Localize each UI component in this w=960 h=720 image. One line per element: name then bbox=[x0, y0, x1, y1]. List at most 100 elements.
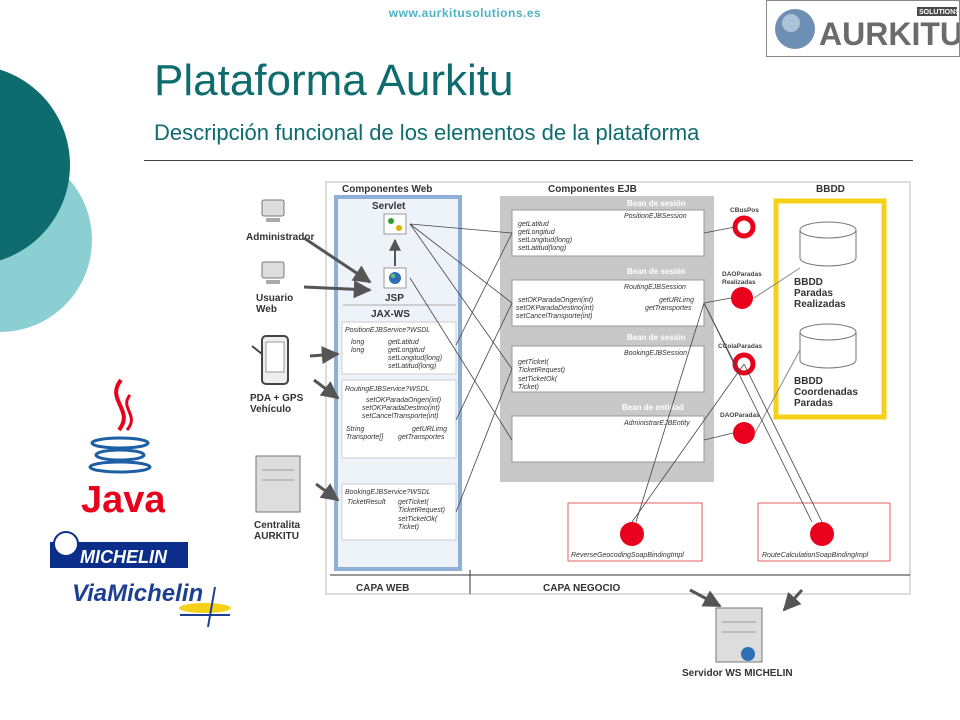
column-bbdd-label: BBDD bbox=[816, 184, 845, 195]
servidor-michelin-label: Servidor WS MICHELIN bbox=[682, 668, 793, 679]
svg-text:AdministrarEJBEntity: AdministrarEJBEntity bbox=[623, 420, 690, 427]
servidor-michelin-icon bbox=[715, 607, 763, 663]
layer-web-label: CAPA WEB bbox=[356, 583, 409, 594]
svg-text:Coordenadas: Coordenadas bbox=[794, 387, 858, 398]
svg-text:TicketRequest): TicketRequest) bbox=[398, 507, 445, 514]
svg-text:ReverseGeocodingSoapBindingImp: ReverseGeocodingSoapBindingImpl bbox=[571, 552, 684, 559]
booking-ws-name: BookingEJBService?WSDL bbox=[345, 489, 431, 496]
svg-text:RoutingEJBSession: RoutingEJBSession bbox=[624, 284, 686, 291]
bbdd-panel bbox=[773, 198, 887, 420]
dao-paradas-connector bbox=[733, 422, 755, 444]
svg-text:Realizadas: Realizadas bbox=[794, 299, 846, 310]
svg-text:setOKParadaDestino(int): setOKParadaDestino(int) bbox=[516, 305, 594, 312]
routing-session-box bbox=[511, 279, 705, 327]
cbuspos-connector bbox=[732, 215, 756, 239]
svg-text:Centralita: Centralita bbox=[254, 520, 301, 531]
jaxws-label: JAX-WS bbox=[371, 309, 410, 320]
entity-box bbox=[511, 415, 705, 463]
svg-text:DAOParadas: DAOParadas bbox=[720, 412, 760, 419]
db-realizadas-icon bbox=[799, 221, 857, 267]
svg-text:PositionEJBSession: PositionEJBSession bbox=[624, 213, 687, 220]
site-url[interactable]: www.aurkitusolutions.es bbox=[388, 6, 542, 20]
pda-icon bbox=[251, 335, 289, 385]
svg-text:getLongitud: getLongitud bbox=[518, 229, 556, 236]
web-ejb-links bbox=[409, 223, 823, 523]
svg-text:Ticket): Ticket) bbox=[398, 524, 419, 531]
svg-text:setLatitud(long): setLatitud(long) bbox=[518, 245, 566, 252]
servlet-label: Servlet bbox=[372, 201, 406, 212]
page-subtitle: Descripción funcional de los elementos d… bbox=[154, 120, 700, 145]
svg-text:long: long bbox=[351, 347, 364, 354]
svg-text:CBusPos: CBusPos bbox=[730, 207, 759, 214]
routing-ws-box bbox=[341, 379, 457, 459]
svg-text:setOKParadaOrigen(int): setOKParadaOrigen(int) bbox=[366, 397, 441, 404]
link-dao-realizadas-db bbox=[753, 267, 801, 299]
michelin-logo: MICHELIN bbox=[50, 531, 188, 568]
svg-text:String: String bbox=[346, 426, 364, 433]
svg-text:setCancelTransporte(int): setCancelTransporte(int) bbox=[362, 413, 439, 420]
svg-text:Realizadas: Realizadas bbox=[722, 279, 756, 286]
svg-text:Usuario: Usuario bbox=[256, 293, 293, 304]
page-title: Plataforma Aurkitu bbox=[154, 56, 514, 105]
svg-text:DAOParadas: DAOParadas bbox=[722, 271, 762, 278]
svg-text:Ticket): Ticket) bbox=[518, 384, 539, 391]
svg-text:setLatitud(long): setLatitud(long) bbox=[388, 363, 436, 370]
svg-text:getTicket(: getTicket( bbox=[518, 359, 549, 366]
layer-negocio-label: CAPA NEGOCIO bbox=[543, 583, 620, 594]
viamichelin-text: ViaMichelin bbox=[72, 580, 203, 607]
svg-text:BBDD: BBDD bbox=[794, 277, 823, 288]
position-ws-name: PositionEJBService?WSDL bbox=[345, 327, 430, 334]
booking-ws-box bbox=[341, 483, 457, 541]
routing-ws-name: RoutingEJBService?WSDL bbox=[345, 386, 430, 393]
svg-text:BBDD: BBDD bbox=[794, 376, 823, 387]
svg-text:AURKITU: AURKITU bbox=[254, 531, 299, 542]
administrador-label: Administrador bbox=[246, 232, 314, 243]
svg-text:TicketRequest): TicketRequest) bbox=[518, 367, 565, 374]
svg-text:Paradas: Paradas bbox=[794, 288, 833, 299]
svg-text:setOKParadaDestino(int): setOKParadaDestino(int) bbox=[362, 405, 440, 412]
title-divider bbox=[144, 160, 913, 161]
booking-session-box bbox=[511, 345, 705, 393]
svg-text:RouteCalculationSoapBindingImp: RouteCalculationSoapBindingImpl bbox=[762, 552, 869, 559]
svg-text:BookingEJBSession: BookingEJBSession bbox=[624, 350, 687, 357]
administrador-icon bbox=[261, 199, 285, 222]
column-web-label: Componentes Web bbox=[342, 184, 432, 195]
svg-text:setLongitud(long): setLongitud(long) bbox=[518, 237, 572, 244]
svg-text:getTransportes: getTransportes bbox=[398, 434, 445, 441]
svg-text:setTicketOk(: setTicketOk( bbox=[518, 376, 558, 383]
servlet-icon bbox=[383, 213, 407, 235]
java-logo: Java bbox=[81, 378, 165, 520]
svg-text:getTicket(: getTicket( bbox=[398, 499, 429, 506]
svg-text:Transporte[]: Transporte[] bbox=[346, 434, 384, 441]
svg-text:PDA + GPS: PDA + GPS bbox=[250, 393, 304, 404]
position-session-box bbox=[511, 209, 705, 257]
viamichelin-logo: ViaMichelin bbox=[72, 580, 231, 628]
svg-text:setTicketOk(: setTicketOk( bbox=[398, 516, 438, 523]
booking-bean-type: Bean de sesión bbox=[627, 333, 686, 342]
position-ws-box bbox=[341, 321, 457, 375]
centralita-icon bbox=[255, 455, 301, 513]
java-text: Java bbox=[81, 479, 165, 520]
svg-text:Vehículo: Vehículo bbox=[250, 404, 291, 415]
svg-text:CColaParadas: CColaParadas bbox=[718, 343, 762, 350]
svg-text:setLongitud(long): setLongitud(long) bbox=[388, 355, 442, 362]
routing-bean-type: Bean de sesión bbox=[627, 267, 686, 276]
column-ejb-label: Componentes EJB bbox=[548, 184, 637, 195]
svg-text:Web: Web bbox=[256, 304, 277, 315]
position-bean-type: Bean de sesión bbox=[627, 199, 686, 208]
link-dao-paradas-db bbox=[754, 349, 801, 434]
svg-text:getURLimg: getURLimg bbox=[412, 426, 447, 433]
svg-text:AURKITU: AURKITU bbox=[819, 16, 959, 52]
db-coordenadas-icon bbox=[799, 323, 857, 369]
aurkitu-logo: AURKITU SOLUTIONS bbox=[766, 0, 960, 57]
jsp-label: JSP bbox=[385, 293, 404, 304]
svg-text:getLongitud: getLongitud bbox=[388, 347, 426, 354]
svg-text:long: long bbox=[351, 339, 364, 346]
svg-text:setOKParadaOrigen(int): setOKParadaOrigen(int) bbox=[518, 297, 593, 304]
svg-text:getLatitud: getLatitud bbox=[388, 339, 420, 346]
svg-text:SOLUTIONS: SOLUTIONS bbox=[919, 9, 959, 16]
dao-realizadas-connector bbox=[731, 287, 753, 309]
decorative-left-circles bbox=[0, 69, 92, 332]
entity-bean-type: Bean de entidad bbox=[622, 403, 684, 412]
